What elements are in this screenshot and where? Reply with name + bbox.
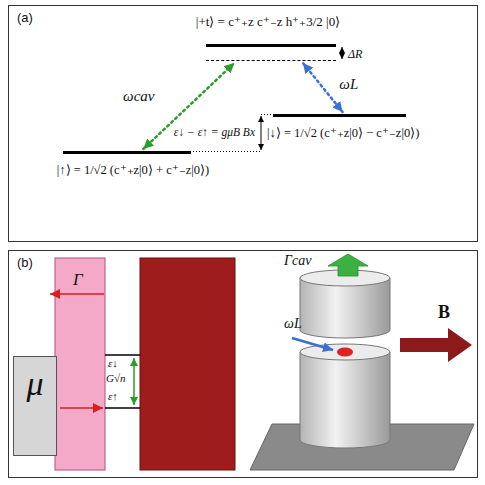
detuning-label: ΔR bbox=[348, 47, 362, 62]
guide-line bbox=[261, 114, 272, 115]
field-arrow bbox=[400, 328, 472, 362]
state-formula: |↑⟩ = 1/√2 (c⁺₊z|0⟩ + c⁺₋z|0⟩) bbox=[36, 162, 230, 178]
detuning-arrow bbox=[342, 47, 343, 59]
tunnel-barrier bbox=[55, 258, 105, 470]
detuned-level bbox=[206, 60, 336, 61]
field-label: B bbox=[438, 302, 450, 323]
level-label: ε↑ bbox=[108, 390, 118, 402]
transition-label: ωL bbox=[337, 75, 360, 92]
reservoir-box: μ bbox=[13, 356, 57, 456]
pillar-top-face bbox=[300, 344, 390, 360]
laser-label: ωL bbox=[284, 316, 302, 332]
energy-level: |+t⟩ = c⁺₊z c⁺₋z h⁺₊3/2 |0⟩ bbox=[176, 14, 360, 61]
transition-label: ωcav bbox=[121, 88, 156, 105]
splitting-label: ε↓ − ε↑ = gμB Bx bbox=[174, 126, 255, 138]
cavity-loss-label: Γcav bbox=[284, 253, 311, 269]
laser-transition bbox=[303, 63, 343, 112]
state-formula: |↓⟩ = 1/√2 (c⁺₊z|0⟩ − c⁺₋z|0⟩) bbox=[267, 125, 456, 141]
state-formula: |+t⟩ = c⁺₊z c⁺₋z h⁺₊3/2 |0⟩ bbox=[176, 14, 360, 30]
level-bar bbox=[273, 114, 406, 117]
level-bar bbox=[63, 151, 191, 154]
emission-arrow bbox=[328, 254, 368, 276]
level-label: ε↓ bbox=[108, 357, 118, 369]
dot-level bbox=[105, 407, 140, 409]
pillar-lower bbox=[300, 352, 390, 448]
cavity-transition bbox=[143, 63, 234, 149]
symbol-label: μ bbox=[14, 357, 56, 403]
panel-frame: (b) μ bbox=[8, 250, 478, 478]
tunneling-arrow bbox=[60, 407, 103, 409]
level-bar bbox=[206, 44, 336, 47]
quantum-dot bbox=[337, 348, 353, 357]
guide-line bbox=[190, 151, 261, 152]
splitting-arrow bbox=[261, 116, 262, 150]
dot-level bbox=[105, 354, 140, 356]
panel-frame: (a)|+t⟩ = c⁺₊z c⁺₋z h⁺₊3/2 |0⟩|↓⟩ = 1/√2… bbox=[8, 5, 478, 242]
panel-label: (b) bbox=[9, 251, 477, 274]
energy-level: |↓⟩ = 1/√2 (c⁺₊z|0⟩ − c⁺₋z|0⟩) bbox=[267, 114, 456, 141]
energy-level: |↑⟩ = 1/√2 (c⁺₊z|0⟩ + c⁺₋z|0⟩) bbox=[36, 151, 230, 178]
laser-arrow bbox=[292, 338, 333, 350]
confinement-wall bbox=[140, 258, 235, 470]
pillar-upper bbox=[300, 278, 390, 338]
coupling-arrow bbox=[133, 358, 135, 405]
coupling-label: G√n bbox=[106, 372, 125, 384]
rate-label: Γ bbox=[73, 270, 83, 290]
tunneling-arrow bbox=[50, 293, 104, 295]
